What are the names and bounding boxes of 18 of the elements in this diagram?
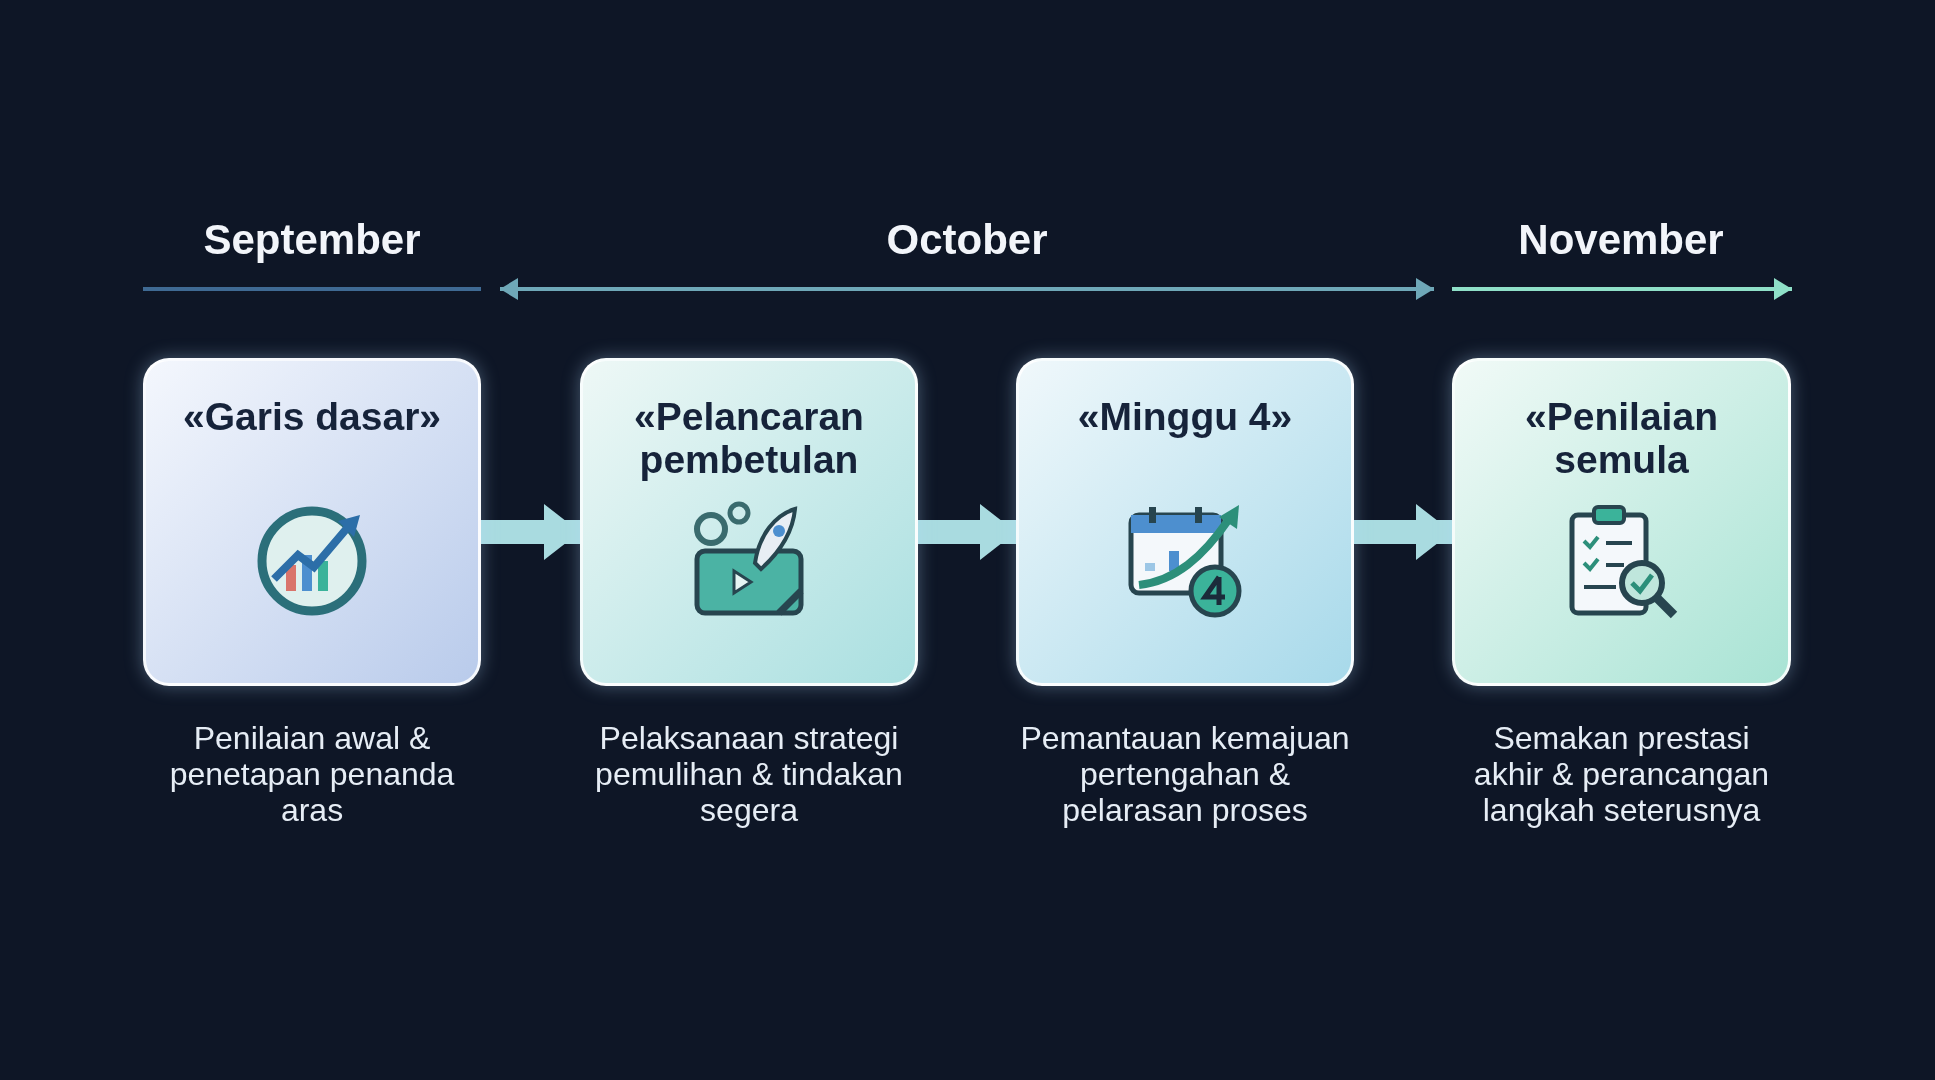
arrow [481,504,580,560]
stage-card [1452,358,1791,686]
stage-title: «Minggu 4» [1076,395,1294,438]
stage-description: Pemantauan kemajuan pertengahan & pelarasan proses [1020,720,1350,828]
month-label: November [1517,216,1725,264]
month-label: September [202,216,422,264]
arrow [918,504,1016,560]
stage-card [580,358,918,686]
stage-title: «Pelancaran pembetulan [633,395,865,481]
stage-description: Pelaksanaan strategi pemulihan & tindakan segera [594,720,904,828]
stage-card [143,358,481,686]
arrow [1354,504,1452,560]
month-label: October [885,216,1049,264]
stage-title: «Penilaian semula [1524,395,1719,481]
stage-description: Penilaian awal & penetapan penanda aras [168,720,456,828]
stage-title: «Garis dasar» [182,395,442,438]
stage-description: Semakan prestasi akhir & perancangan langkah seterusnya [1472,720,1771,828]
stage-card [1016,358,1354,686]
